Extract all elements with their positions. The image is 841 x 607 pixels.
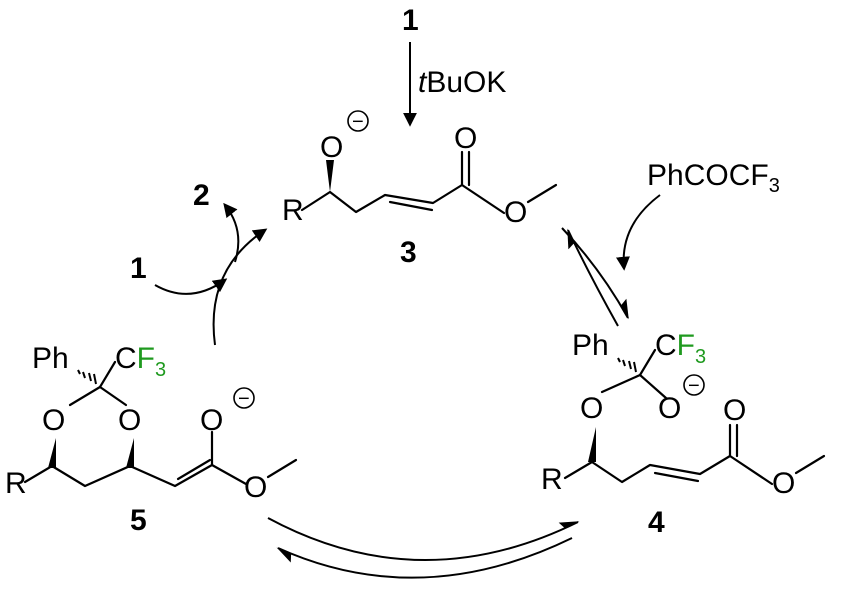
c3-alkoxide-o: O bbox=[320, 131, 343, 164]
product-2: 2 bbox=[193, 179, 210, 212]
compound-3-number: 3 bbox=[400, 236, 417, 269]
c3-carbonyl-o: O bbox=[454, 122, 477, 155]
c3-charge: − bbox=[352, 111, 364, 133]
compound-5-number: 5 bbox=[130, 504, 147, 537]
c5-ring-o-left: O bbox=[42, 404, 65, 437]
c5-ester-o: O bbox=[244, 471, 267, 504]
c4-charge: − bbox=[688, 375, 700, 397]
c4-r-group: R bbox=[541, 463, 563, 496]
c4-alkoxide-o: O bbox=[658, 392, 681, 425]
reactant-1-recycled: 1 bbox=[130, 252, 147, 285]
c3-r-group: R bbox=[282, 194, 304, 227]
c4-phenyl: Ph bbox=[572, 329, 609, 362]
left-cycle-arrows bbox=[154, 202, 268, 346]
c4-cf3: CF3 bbox=[655, 329, 706, 368]
c4-ether-o: O bbox=[580, 392, 603, 425]
ketone-label: PhCOCF3 bbox=[647, 159, 780, 197]
c4-ester-o: O bbox=[772, 467, 795, 500]
c5-r-group: R bbox=[5, 467, 27, 500]
c5-charge: − bbox=[238, 388, 250, 410]
compound-4: Ph CF3 O O − R O O 4 bbox=[541, 329, 826, 539]
c4-carbonyl-o: O bbox=[723, 394, 746, 427]
c5-phenyl: Ph bbox=[32, 342, 69, 375]
c5-ring-o-right: O bbox=[118, 404, 141, 437]
compound-5: Ph CF3 O O R O − O 5 bbox=[5, 342, 298, 537]
equilibrium-3-4-arrows bbox=[561, 194, 661, 327]
c5-cf3: CF3 bbox=[115, 342, 166, 381]
compound-4-number: 4 bbox=[648, 506, 665, 539]
c3-ester-o: O bbox=[504, 196, 527, 229]
base-label: tBuOK bbox=[418, 66, 506, 99]
c5-enolate-o: O bbox=[200, 404, 223, 437]
reactant-1-top: 1 bbox=[402, 4, 419, 37]
compound-3: R O − O O 3 bbox=[282, 110, 558, 269]
equilibrium-5-4-arrows bbox=[267, 517, 580, 579]
